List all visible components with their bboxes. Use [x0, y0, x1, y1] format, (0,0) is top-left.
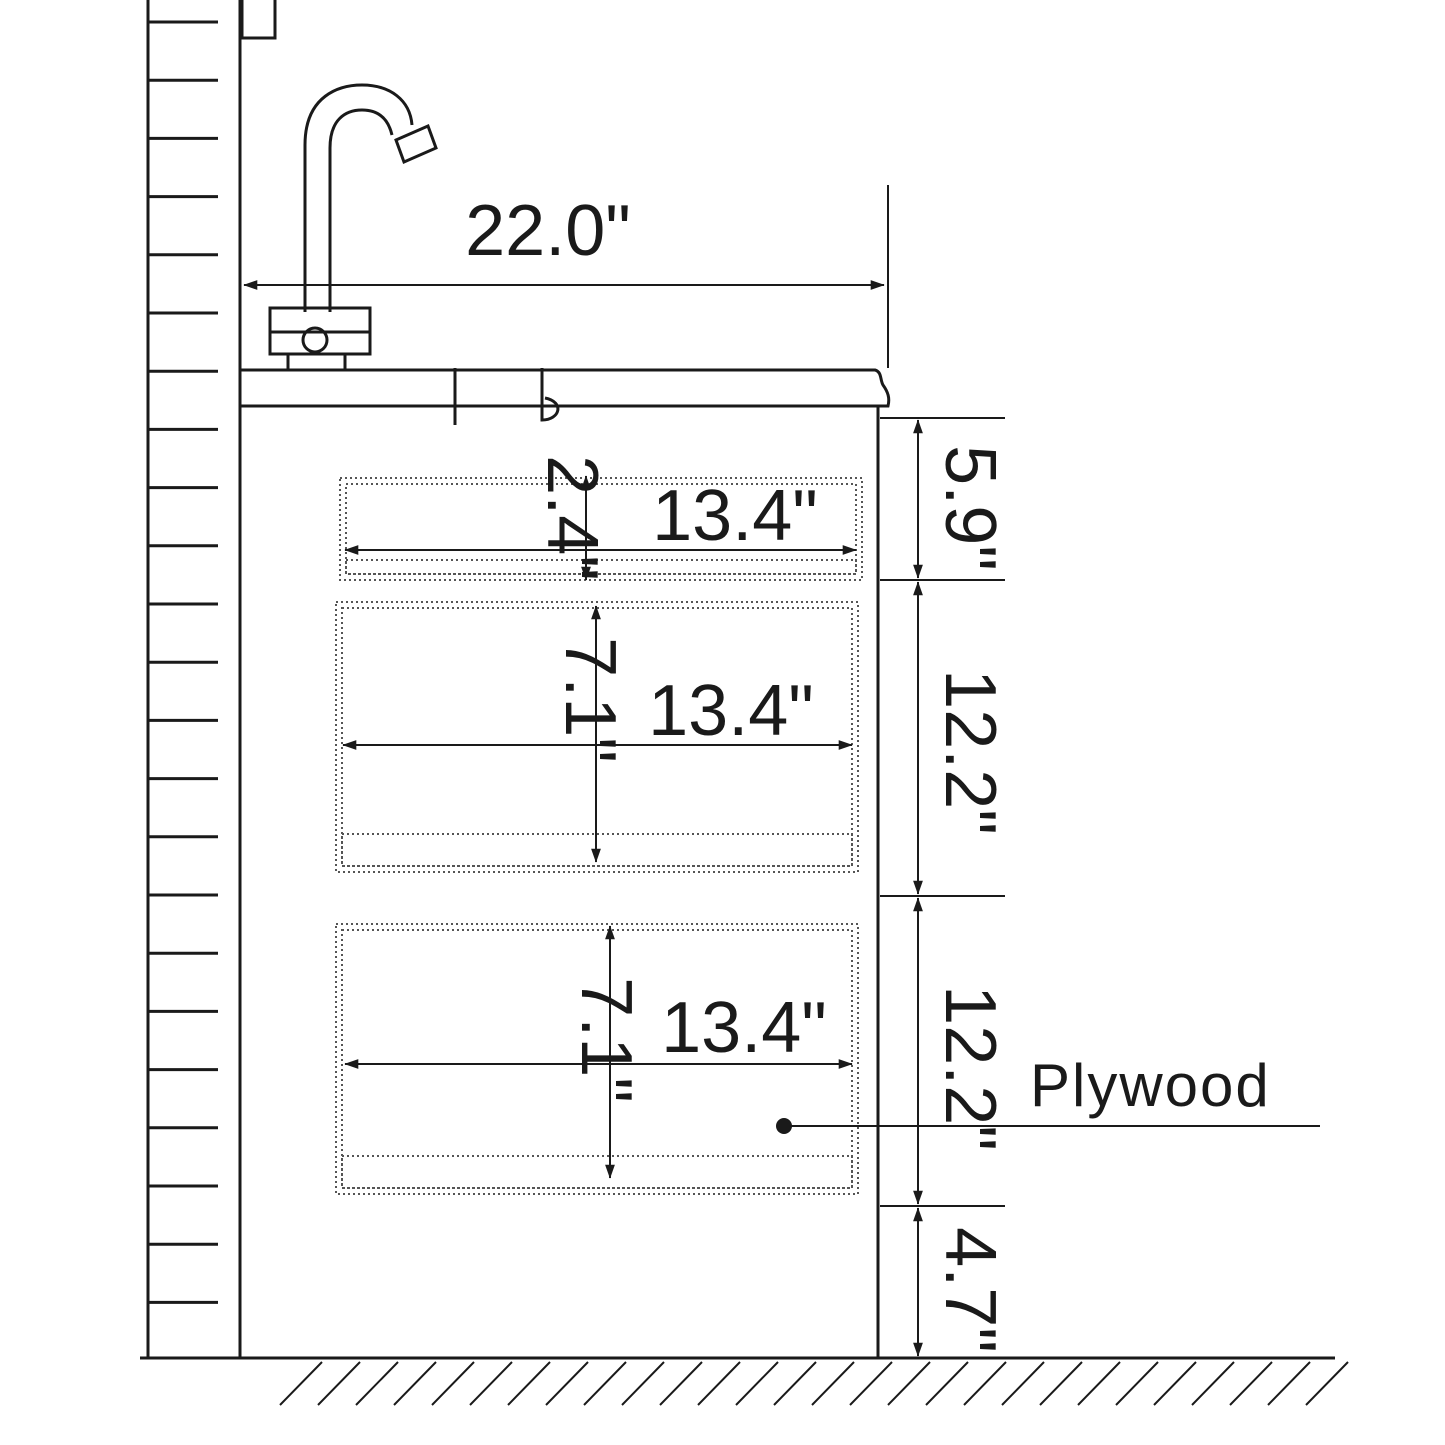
floor-hatch-line	[925, 1361, 969, 1406]
floor-hatch-line	[355, 1361, 399, 1406]
floor-hatch	[279, 1361, 1349, 1406]
faucet-icon	[268, 83, 438, 370]
countertop	[240, 368, 891, 425]
floor-hatch-line	[1039, 1361, 1083, 1406]
floor-hatch-line	[1115, 1361, 1159, 1406]
drain-trap-icon	[540, 368, 560, 422]
middle-section-label: 12.2"	[930, 669, 1010, 835]
floor-hatch-line	[1001, 1361, 1045, 1406]
material-callout: Plywood	[776, 1052, 1320, 1134]
floor-hatch-line	[963, 1361, 1007, 1406]
floor-hatch-line	[279, 1361, 323, 1406]
drawer-2-height-label: 7.1"	[550, 637, 630, 763]
dimension-drawer-3: 13.4" 7.1"	[344, 925, 853, 1179]
floor-hatch-line	[507, 1361, 551, 1406]
floor-hatch-line	[431, 1361, 475, 1406]
dimension-overall-width: 22.0"	[243, 185, 889, 368]
floor-hatch-line	[887, 1361, 931, 1406]
floor-hatch-line	[1153, 1361, 1197, 1406]
floor-hatch-line	[1077, 1361, 1121, 1406]
floor-hatch-line	[735, 1361, 779, 1406]
floor-hatch-line	[317, 1361, 361, 1406]
floor-hatch-line	[1229, 1361, 1273, 1406]
overall-width-label: 22.0"	[465, 191, 631, 271]
dimension-drawer-2: 13.4" 7.1"	[342, 605, 853, 863]
drawer-1-height-label: 2.4"	[532, 455, 612, 581]
floor-hatch-line	[583, 1361, 627, 1406]
top-section-label: 5.9"	[930, 445, 1010, 571]
wall-outlet	[240, 0, 277, 40]
drawer-1-width-label: 13.4"	[652, 476, 818, 556]
floor-hatch-line	[659, 1361, 703, 1406]
drawer-3-width-label: 13.4"	[661, 988, 827, 1068]
floor-hatch-line	[1191, 1361, 1235, 1406]
floor-hatch-line	[621, 1361, 665, 1406]
lower-section-label: 12.2"	[930, 985, 1010, 1151]
floor-hatch-line	[469, 1361, 513, 1406]
dimension-drawer-1: 13.4" 2.4"	[344, 455, 857, 581]
drawer-2-width-label: 13.4"	[648, 671, 814, 751]
floor	[140, 1356, 1349, 1406]
floor-hatch-line	[545, 1361, 589, 1406]
base-section-label: 4.7"	[930, 1227, 1010, 1353]
dimension-sections-right: 5.9" 12.2" 12.2" 4.7"	[880, 417, 1010, 1357]
drawer-3	[335, 923, 859, 1195]
floor-hatch-line	[1267, 1361, 1311, 1406]
material-label: Plywood	[1030, 1052, 1271, 1119]
wall	[146, 0, 277, 1358]
wall-hatch-ticks	[148, 20, 218, 1304]
floor-hatch-line	[697, 1361, 741, 1406]
drawer-3-height-label: 7.1"	[566, 977, 646, 1103]
floor-hatch-line	[849, 1361, 893, 1406]
floor-hatch-line	[811, 1361, 855, 1406]
floor-hatch-line	[773, 1361, 817, 1406]
drawer-1	[339, 477, 863, 581]
floor-hatch-line	[1305, 1361, 1349, 1406]
cabinet-body	[238, 406, 880, 1358]
floor-hatch-line	[393, 1361, 437, 1406]
